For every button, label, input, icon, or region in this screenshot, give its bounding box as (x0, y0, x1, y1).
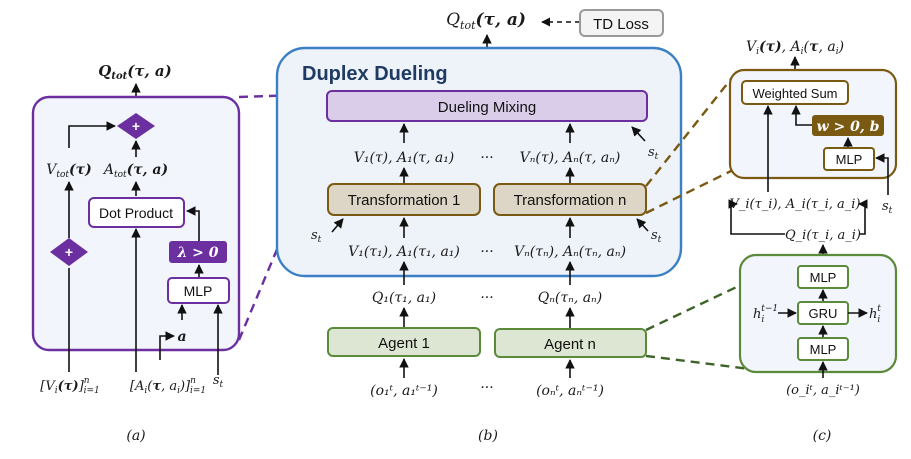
panel-c-output-label: Vi(τ), Ai(τ, ai) (746, 39, 844, 57)
transformation-1-box: Transformation 1 (327, 183, 481, 216)
upper-value-n: Vₙ(τ), Aₙ(τ, aₙ) (520, 150, 621, 166)
mlp-label: MLP (810, 342, 837, 357)
wb-label: w > 0, b (817, 119, 880, 135)
arrow-lambda-dot (186, 206, 200, 241)
sum-node-bottom: + (50, 238, 88, 266)
state-label-mixing: st (648, 145, 659, 162)
q-value-1: Q₁(τ₁, a₁) (372, 290, 436, 306)
caption-b: (b) (478, 428, 498, 444)
dot-product-label: Dot Product (99, 205, 173, 221)
zoom-connector-bottom-c-top (645, 168, 734, 215)
wb-box: w > 0, b (812, 115, 884, 136)
arrow-st-mlp-c (875, 153, 889, 195)
lambda-box: λ > 0 (169, 241, 227, 263)
mlp-label: MLP (810, 270, 837, 285)
zoom-connector-bottom-c-bottom (645, 354, 751, 371)
arrow-qi-vi-right (858, 199, 868, 235)
arrow-vtot-sum (68, 121, 116, 148)
arrow-st-mixing (631, 126, 646, 142)
state-label-c: st (882, 199, 893, 216)
a-tot-label: Atot(τ, a) (102, 162, 168, 180)
zoom-connector-top-c-top (645, 73, 736, 187)
input-s-label: st (213, 373, 224, 390)
dueling-mixing-label: Dueling Mixing (438, 99, 536, 116)
agent-n-label: Agent n (544, 336, 596, 353)
ellipsis: ··· (480, 380, 493, 396)
state-label-t1: st (311, 228, 322, 245)
action-label: a (177, 329, 186, 345)
vi-label: V_i(τ_i), A_i(τ_i, a_i) (729, 197, 860, 212)
gru-box: GRU (797, 301, 849, 325)
plus-icon: + (65, 244, 73, 260)
agent-n-box: Agent n (494, 328, 647, 358)
weighted-sum-box: Weighted Sum (741, 80, 849, 105)
td-loss-box: TD Loss (579, 9, 664, 37)
mlp-box-a: MLP (167, 277, 230, 304)
agent-input-n: (oₙᵗ, aₙᵗ⁻¹) (536, 383, 604, 399)
lambda-label: λ > 0 (176, 245, 218, 261)
duplex-dueling-title: Duplex Dueling (302, 63, 448, 85)
arrow-st-tn (636, 218, 649, 232)
agent-mlp-bottom-box: MLP (797, 337, 849, 361)
transformation-n-box: Transformation n (493, 183, 647, 216)
mlp-label: MLP (184, 283, 213, 299)
agent-input-1: (o₁ᵗ, a₁ᵗ⁻¹) (370, 383, 438, 399)
upper-value-1: V₁(τ), A₁(τ, a₁) (354, 150, 455, 166)
arrow-qi-vi-left (728, 199, 785, 235)
panel-a-output-label: Qtot(τ, a) (98, 62, 171, 82)
transformation-1-label: Transformation 1 (348, 192, 461, 209)
transformation-n-label: Transformation n (514, 192, 627, 209)
panel-c: Vi(τ), Ai(τ, ai) Weighted Sum w > 0, b M… (728, 39, 898, 444)
ellipsis: ··· (480, 290, 493, 306)
panel-b-output-label: Qtot(τ, a) (446, 10, 526, 32)
weighted-sum-label: Weighted Sum (752, 86, 837, 101)
ellipsis: ··· (480, 150, 493, 166)
dueling-mixing-box: Dueling Mixing (326, 90, 648, 122)
caption-c: (c) (813, 428, 832, 444)
gru-label: GRU (809, 306, 838, 321)
lower-value-n: Vₙ(τₙ), Aₙ(τₙ, aₙ) (514, 244, 626, 260)
td-loss-label: TD Loss (593, 16, 649, 33)
agent-mlp-top-box: MLP (797, 265, 849, 289)
lower-value-1: V₁(τ₁), A₁(τ₁, a₁) (348, 244, 460, 260)
panel-a: Qtot(τ, a) + Vtot(τ) Atot(τ, a) Dot Prod… (31, 62, 241, 444)
v-tot-label: Vtot(τ) (46, 162, 91, 180)
state-label-tn: st (651, 228, 662, 245)
arrow-to-a (159, 331, 175, 360)
agent-input-i: (o_iᵗ, a_iᵗ⁻¹) (786, 383, 860, 398)
zoom-connector-top-c-bottom (645, 281, 746, 332)
q-value-n: Qₙ(τₙ, aₙ) (538, 290, 602, 306)
sum-node-top: + (117, 113, 155, 139)
panel-b: Qtot(τ, a) TD Loss Duplex Dueling Duelin… (275, 9, 683, 444)
h-next-label: hit (869, 304, 881, 325)
qi-label: Q_i(τ_i, a_i) (785, 228, 861, 243)
mlp-box-c: MLP (823, 147, 875, 171)
plus-icon: + (132, 118, 140, 134)
arrow-wb-ws (791, 105, 812, 126)
h-prev-label: hit−1 (753, 304, 778, 325)
ellipsis: ··· (480, 244, 493, 260)
arrow-st-t1 (331, 218, 344, 233)
mlp-label: MLP (836, 152, 863, 167)
agent-1-box: Agent 1 (327, 327, 481, 357)
caption-a: (a) (126, 428, 145, 444)
dot-product-box: Dot Product (88, 197, 185, 228)
agent-1-label: Agent 1 (378, 335, 430, 352)
